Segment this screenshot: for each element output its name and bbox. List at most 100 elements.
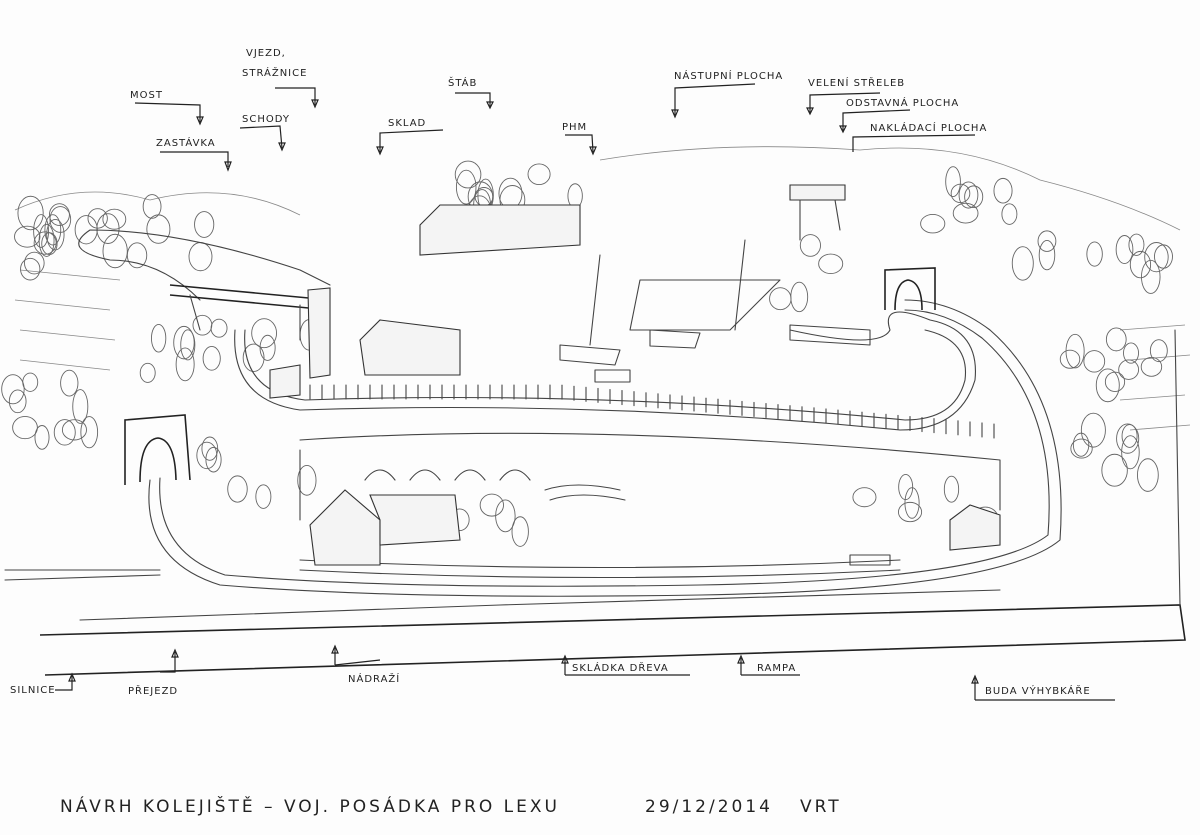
tree [1101, 453, 1128, 487]
label-veleni-streleb: VELENÍ STŘELEB [808, 76, 905, 89]
label-sklad: SKLAD [388, 118, 426, 129]
background-hills [14, 146, 1191, 431]
tree [897, 501, 923, 523]
tunnel-right [884, 267, 936, 311]
tree [1115, 235, 1134, 264]
tree [259, 334, 276, 361]
tree [1149, 339, 1168, 363]
tree [790, 281, 809, 313]
tree [852, 487, 877, 508]
tree [1136, 458, 1159, 492]
tree [151, 323, 167, 353]
tunnel-left [124, 414, 191, 485]
tree [1059, 349, 1081, 369]
tree [8, 389, 27, 414]
tree [201, 436, 219, 461]
tree [1118, 359, 1140, 380]
tree [53, 419, 76, 446]
tree [1011, 246, 1034, 281]
tree [102, 208, 127, 230]
tree [22, 372, 39, 392]
tree [255, 484, 272, 509]
viaduct [299, 432, 1001, 521]
label-prejezd: PŘEJEZD [128, 684, 178, 697]
tree [1154, 244, 1173, 269]
tree [96, 213, 120, 244]
tree [34, 425, 50, 450]
tree [126, 242, 148, 269]
label-vjezd-line1: VJEZD, [246, 48, 286, 59]
tree [142, 194, 162, 219]
sketch-author: VRT [800, 797, 842, 817]
tree [1123, 342, 1139, 364]
tree [1080, 412, 1106, 448]
tree [964, 185, 984, 209]
tree [958, 181, 979, 209]
label-most: MOST [130, 90, 163, 101]
tree [952, 202, 979, 224]
tree [498, 177, 523, 210]
tree [49, 203, 70, 226]
tree [194, 211, 215, 238]
buildings [269, 184, 1001, 566]
tree [1086, 241, 1103, 267]
label-vjezd-line2: STRÁŽNICE [242, 66, 307, 79]
tree [175, 347, 195, 382]
tree [1104, 371, 1126, 392]
label-phm: PHM [562, 122, 587, 133]
tree [1144, 242, 1169, 273]
tree [950, 183, 971, 204]
trees [1, 160, 1173, 547]
tree [20, 257, 41, 281]
tree [188, 242, 213, 272]
tree [1116, 423, 1140, 454]
tree [1129, 250, 1152, 279]
tree [17, 195, 44, 231]
tree [1095, 368, 1120, 403]
tree [210, 318, 228, 338]
baseboard [4, 329, 1186, 676]
tree [227, 475, 248, 503]
fence [309, 384, 995, 439]
sketch-title: NÁVRH KOLEJIŠTĚ – VOJ. POSÁDKA PRO LEXU [60, 795, 560, 817]
tree [799, 234, 821, 257]
tree [61, 419, 87, 441]
tree [920, 214, 946, 234]
tree [495, 499, 516, 533]
tree [1, 374, 25, 405]
label-skladka-dreva: SKLÁDKA DŘEVA [572, 661, 669, 674]
tree [80, 416, 99, 449]
tree [1105, 327, 1127, 352]
tree [1001, 203, 1018, 225]
label-nastupni-plocha: NÁSTUPNÍ PLOCHA [674, 69, 783, 82]
tree [196, 441, 218, 470]
tree [1037, 230, 1057, 252]
tree [251, 318, 278, 349]
label-rampa: RAMPA [757, 663, 796, 674]
tree [527, 163, 551, 186]
tree [24, 251, 45, 275]
label-odstavna-plocha: ODSTAVNÁ PLOCHA [846, 96, 959, 109]
tree [1141, 259, 1161, 294]
tree [769, 287, 792, 311]
tree [1072, 432, 1090, 457]
tree [139, 362, 156, 383]
tree [242, 343, 265, 372]
tree [146, 214, 171, 244]
tree [1121, 435, 1140, 470]
label-nadrazi: NÁDRAŽÍ [348, 672, 400, 685]
label-arrows [55, 83, 1115, 701]
tree [87, 208, 108, 229]
tree [1083, 350, 1106, 373]
tree [205, 446, 222, 473]
tree [60, 369, 79, 397]
label-buda-vyhybkare: BUDA VÝHYBKÁŘE [985, 684, 1091, 697]
tree [1038, 240, 1056, 271]
sketch-date: 29/12/2014 [645, 797, 773, 817]
track [78, 229, 1062, 621]
tree [818, 253, 844, 274]
tree [72, 389, 89, 424]
tree [173, 325, 195, 360]
tree [567, 183, 583, 209]
